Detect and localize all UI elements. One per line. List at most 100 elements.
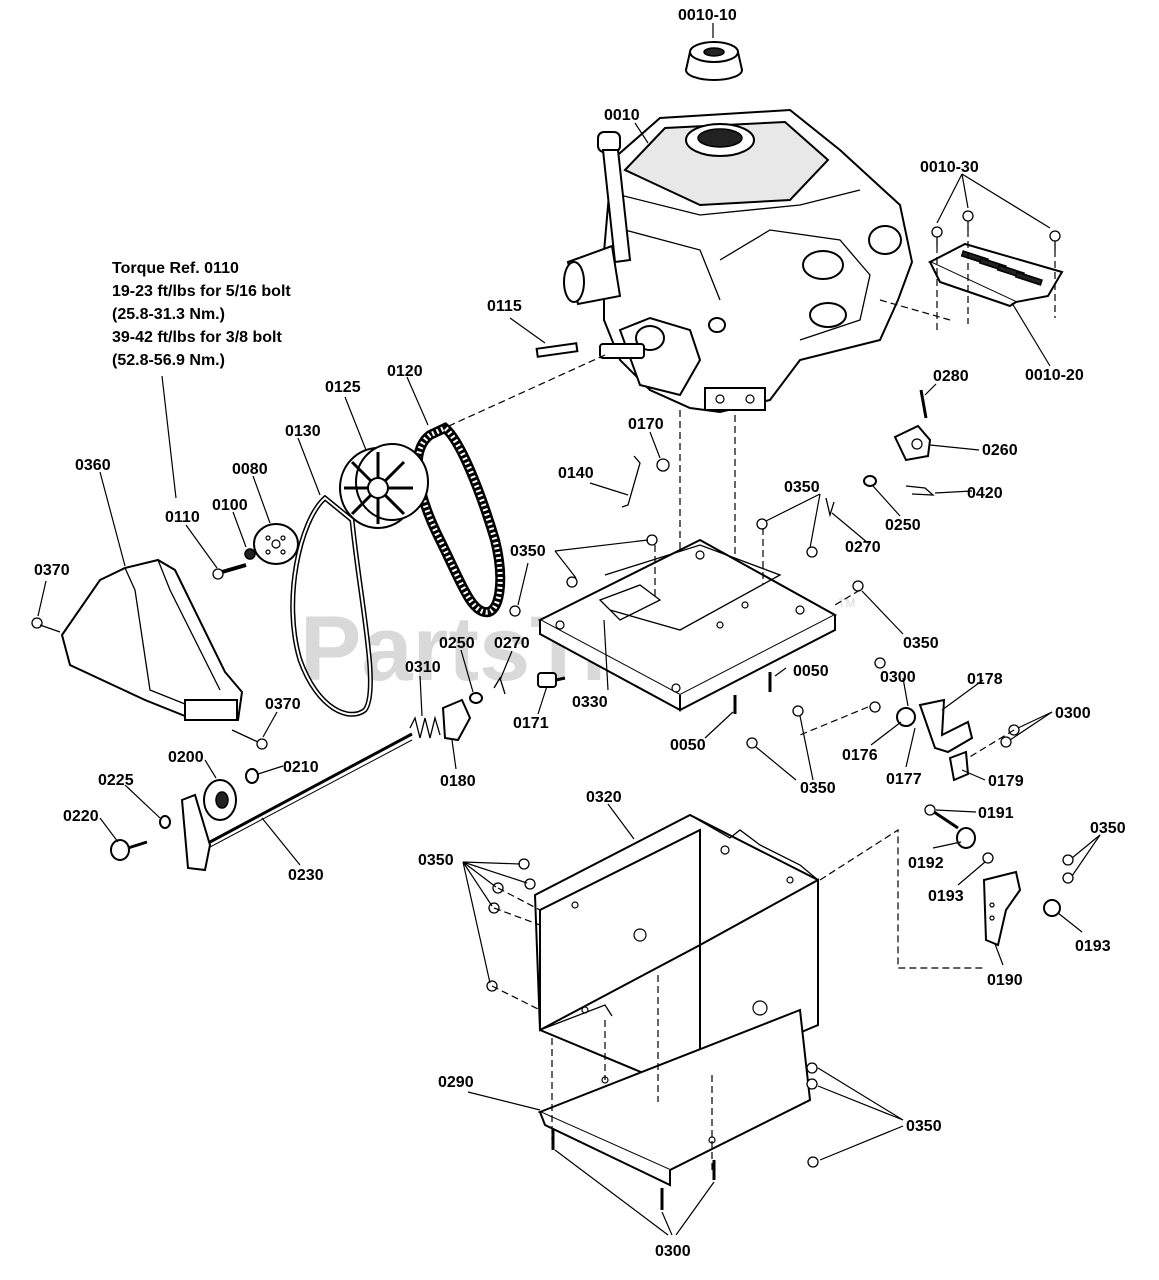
callout-label[interactable]: 0050 — [793, 663, 829, 680]
callout-label[interactable]: 0140 — [558, 465, 594, 482]
callout-label[interactable]: 0100 — [212, 497, 248, 514]
washer-0250[interactable] — [863, 475, 877, 487]
callout-label[interactable]: 0050 — [670, 737, 706, 754]
callout-label[interactable]: 0350 — [418, 852, 454, 869]
pulley-bolt[interactable] — [212, 563, 247, 580]
nut-0193-right[interactable] — [1043, 899, 1061, 917]
callout-label[interactable]: 0191 — [978, 805, 1014, 822]
nut[interactable] — [656, 458, 670, 472]
muffler-guard[interactable] — [927, 242, 1064, 308]
bolts-0350-right[interactable] — [1062, 854, 1074, 884]
callout-label[interactable]: 0330 — [572, 694, 608, 711]
callout-label[interactable]: 0010-20 — [1025, 367, 1084, 384]
callout-label[interactable]: 0350 — [906, 1118, 942, 1135]
callout-label[interactable]: 0178 — [967, 671, 1003, 688]
bolt-0300[interactable] — [869, 701, 881, 713]
callout-label[interactable]: 0010 — [604, 107, 640, 124]
washer-0176[interactable] — [896, 707, 916, 727]
pulley-small[interactable] — [253, 523, 299, 565]
callout-label[interactable]: 0350 — [510, 543, 546, 560]
callout-label[interactable]: 0350 — [903, 635, 939, 652]
callout-label[interactable]: 0270 — [845, 539, 881, 556]
cotter-pin[interactable] — [493, 676, 506, 695]
hairpin[interactable] — [905, 485, 935, 496]
callout-label[interactable]: 0180 — [440, 773, 476, 790]
callout-label[interactable]: 0300 — [880, 669, 916, 686]
pivot-knob[interactable] — [537, 672, 566, 688]
callout-label[interactable]: 0192 — [908, 855, 944, 872]
callout-label[interactable]: 0200 — [168, 749, 204, 766]
bolts-0300-right[interactable] — [1000, 724, 1020, 748]
bolt-0191[interactable] — [924, 804, 959, 830]
callout-label[interactable]: 0230 — [288, 867, 324, 884]
idler-bracket[interactable] — [441, 698, 472, 742]
nut-0210[interactable] — [245, 768, 259, 784]
callout-label[interactable]: 0290 — [438, 1074, 474, 1091]
callout-label[interactable]: 0280 — [933, 368, 969, 385]
belt-cover[interactable] — [60, 558, 244, 721]
callout-label[interactable]: 0010-10 — [678, 7, 737, 24]
callout-label[interactable]: 0350 — [784, 479, 820, 496]
callout-label[interactable]: 0220 — [63, 808, 99, 825]
main-frame[interactable] — [533, 813, 819, 1082]
callout-label[interactable]: 0193 — [928, 888, 964, 905]
callout-label[interactable]: 0125 — [325, 379, 361, 396]
nut-0193[interactable] — [982, 852, 994, 864]
callout-label[interactable]: 0010-30 — [920, 159, 979, 176]
clip-0179[interactable] — [948, 750, 970, 782]
callout-label[interactable]: 0130 — [285, 423, 321, 440]
callout-label[interactable]: 0350 — [800, 780, 836, 797]
plate-bolts[interactable] — [509, 518, 886, 749]
callout-label[interactable]: 0177 — [886, 771, 922, 788]
callout-label[interactable]: 0360 — [75, 457, 111, 474]
plate-screws-0050[interactable] — [733, 672, 772, 714]
bottom-bolts[interactable] — [806, 1062, 819, 1168]
clevis-pin[interactable] — [919, 389, 928, 419]
frame-plate[interactable] — [537, 538, 838, 712]
callout-label[interactable]: 0176 — [842, 747, 878, 764]
washer[interactable] — [469, 692, 483, 704]
callout-label[interactable]: 0300 — [655, 1243, 691, 1260]
callout-label[interactable]: 0179 — [988, 773, 1024, 790]
callout-label[interactable]: 0225 — [98, 772, 134, 789]
callout-label[interactable]: 0250 — [439, 635, 475, 652]
callout-label[interactable]: 0260 — [982, 442, 1018, 459]
callout-label[interactable]: 0420 — [967, 485, 1003, 502]
carriage-bolt-0220[interactable] — [110, 839, 148, 861]
callout-label[interactable]: 0370 — [34, 562, 70, 579]
bottom-screws[interactable] — [551, 1130, 716, 1210]
callout-label[interactable]: 0190 — [987, 972, 1023, 989]
drive-belt-toothed[interactable] — [412, 422, 506, 618]
callout-label[interactable]: 0170 — [628, 416, 664, 433]
callout-label[interactable]: 0115 — [487, 298, 522, 315]
chute-rod[interactable] — [621, 455, 641, 508]
shift-rod[interactable] — [194, 732, 413, 852]
callout-label[interactable]: 0370 — [265, 696, 301, 713]
frame-bolts-left[interactable] — [486, 858, 536, 992]
callout-label[interactable]: 0320 — [586, 789, 622, 806]
pivot-block[interactable] — [893, 424, 932, 462]
pulley-large[interactable] — [339, 443, 429, 529]
callout-label[interactable]: 0270 — [494, 635, 530, 652]
callout-label[interactable]: 0080 — [232, 461, 268, 478]
cover-bolt-bottom[interactable] — [231, 729, 268, 750]
callout-label[interactable]: 0120 — [387, 363, 423, 380]
spacer-0192[interactable] — [956, 827, 976, 849]
cover-bolt-top[interactable] — [31, 617, 61, 633]
washer-0225[interactable] — [159, 815, 171, 829]
side-bracket[interactable] — [982, 870, 1022, 947]
callout-label[interactable]: 0171 — [513, 715, 549, 732]
callout-label[interactable]: 0350 — [1090, 820, 1126, 837]
engine-assembly[interactable] — [563, 108, 914, 414]
fuel-cap[interactable] — [685, 41, 743, 81]
callout-label[interactable]: 0193 — [1075, 938, 1111, 955]
bottom-plate[interactable] — [537, 1008, 812, 1187]
callout-label[interactable]: 0250 — [885, 517, 921, 534]
idler-arm[interactable] — [180, 779, 237, 872]
callout-label[interactable]: 0210 — [283, 759, 319, 776]
idler-spring[interactable] — [409, 715, 441, 739]
pin-0270[interactable] — [825, 497, 835, 518]
muffler-guard-bolts[interactable] — [931, 210, 1061, 250]
callout-label[interactable]: 0110 — [165, 509, 200, 526]
callout-label[interactable]: 0310 — [405, 659, 441, 676]
